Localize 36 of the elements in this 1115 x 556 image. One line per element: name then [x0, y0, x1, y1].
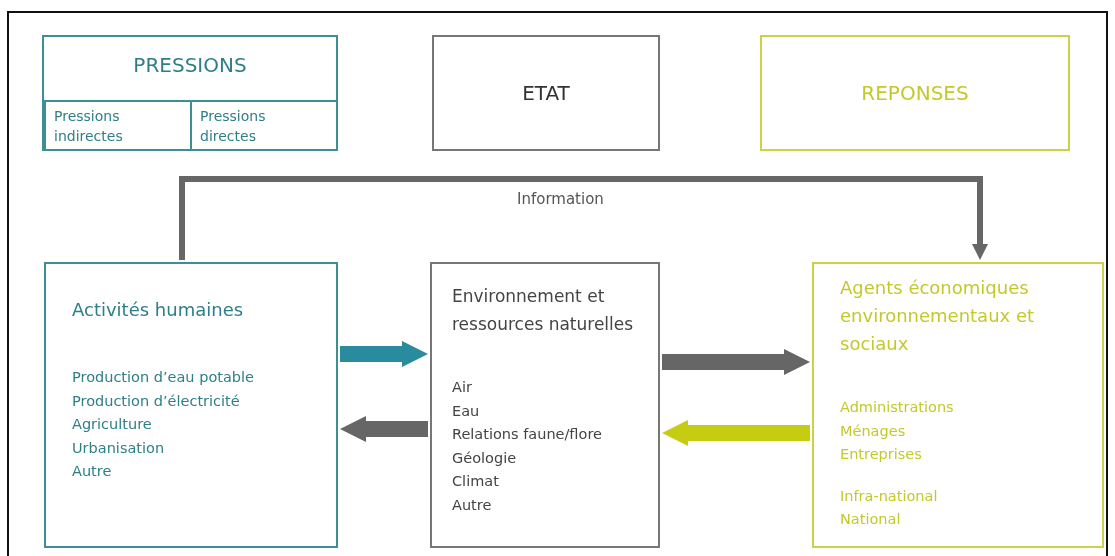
responses-box	[760, 35, 1070, 151]
cell-text: Pressions indirectes	[54, 107, 124, 146]
block-arrow	[340, 341, 428, 367]
list-item: Air	[452, 378, 472, 397]
list-item: Relations faune/flore	[452, 425, 602, 444]
block-arrow	[662, 349, 810, 375]
list-item: Climat	[452, 472, 499, 491]
box-heading: Environnement et ressources naturelles	[452, 285, 635, 336]
list-item: Urbanisation	[72, 438, 165, 458]
block-arrow	[340, 416, 428, 442]
list-item: Agriculture	[72, 415, 152, 434]
list-item: Production d’eau potable	[72, 368, 254, 387]
economic-agents-box	[812, 262, 1104, 548]
box-heading: Agents économiques environnementaux et sociaux	[840, 276, 1036, 356]
block-arrow	[662, 420, 810, 446]
human-activities-box	[44, 262, 338, 548]
box-heading: Activités humaines	[72, 298, 244, 322]
list-item: Géologie	[452, 448, 517, 468]
environment-box	[430, 262, 660, 548]
list-item: Autre	[452, 495, 492, 515]
list-item: Autre	[72, 462, 112, 481]
arrow	[179, 176, 988, 260]
list-item: Administrations	[840, 398, 954, 417]
list-item: Ménages	[840, 421, 906, 441]
table-cell	[44, 100, 192, 151]
list-item: National	[840, 510, 901, 529]
pressions-box	[42, 35, 338, 151]
list-item: Production d’électricité	[72, 391, 240, 411]
box-title: PRESSIONS	[132, 52, 248, 79]
list-item: Infra-national	[840, 486, 938, 506]
state-box	[432, 35, 660, 151]
list-item: Eau	[452, 401, 480, 421]
cell-text: Pressions directes	[200, 107, 267, 146]
box-title: ETAT	[521, 80, 571, 107]
list-item: Entreprises	[840, 445, 922, 464]
box-title: REPONSES	[860, 80, 970, 107]
